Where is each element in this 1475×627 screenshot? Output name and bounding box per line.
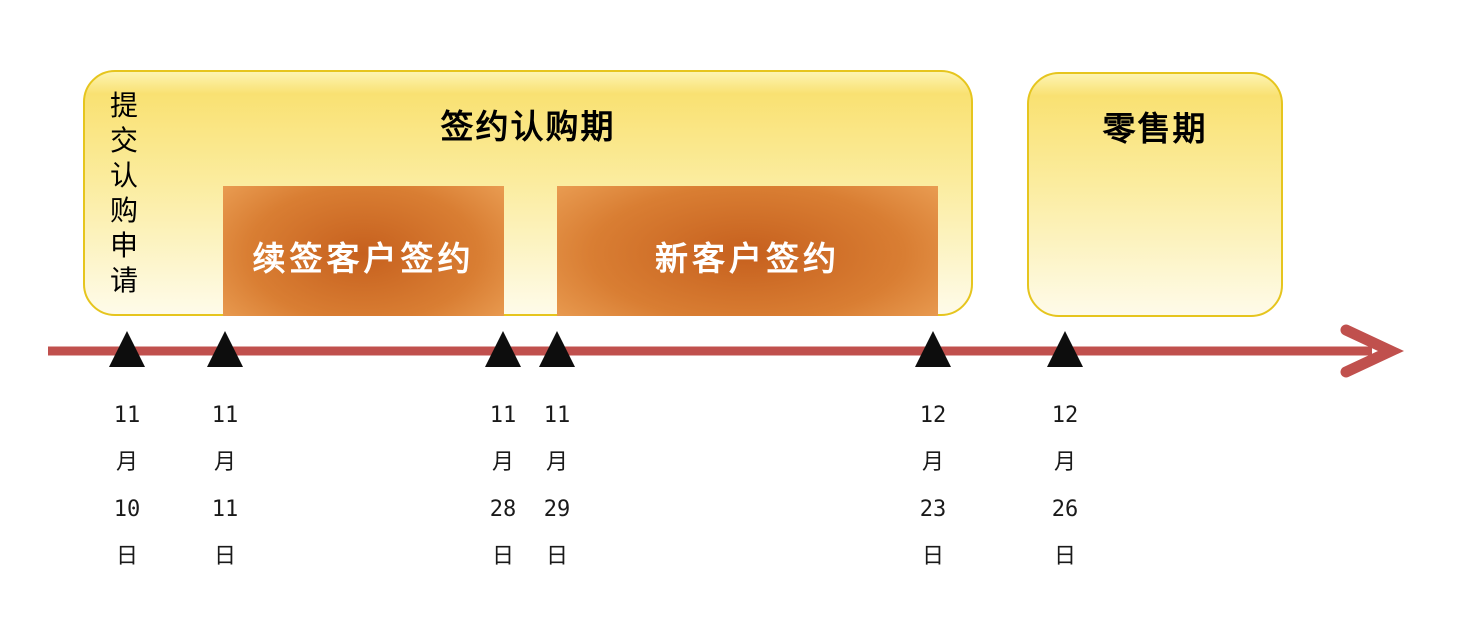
event-date-line: 11: [211, 497, 239, 522]
event-date-line: 月: [213, 450, 236, 475]
event-date-line: 11: [211, 403, 239, 428]
event-date-line: 日: [1053, 544, 1076, 569]
event-date-line: 日: [545, 544, 568, 569]
event-date-line: 日: [491, 544, 514, 569]
new-customer-signing-box: 新客户签约: [557, 186, 938, 316]
side-label-char: 交: [109, 125, 138, 156]
event-date-line: 月: [491, 450, 514, 475]
event-date-line: 28: [489, 497, 517, 522]
event-date-label: 11 月 10 日: [94, 392, 160, 580]
timeline-marker-triangle: [485, 331, 521, 367]
event-date-line: 日: [921, 544, 944, 569]
signing-period-title: 签约认购期: [440, 108, 616, 145]
side-label-char: 请: [109, 265, 138, 296]
side-label-char: 申: [109, 230, 138, 261]
event-date-line: 月: [545, 450, 568, 475]
event-date-line: 月: [1053, 450, 1076, 475]
event-date-line: 29: [543, 497, 571, 522]
event-date-line: 日: [213, 544, 236, 569]
timeline-marker-triangle: [915, 331, 951, 367]
event-date-label: 11 月 11 日: [192, 392, 258, 580]
event-date-line: 月: [921, 450, 944, 475]
timeline-arrowhead-icon: [1340, 324, 1405, 378]
event-date-line: 日: [115, 544, 138, 569]
event-date-line: 23: [919, 497, 947, 522]
renewal-customer-signing-label: 续签客户签约: [252, 240, 475, 277]
timeline-marker-triangle: [207, 331, 243, 367]
event-date-label: 11 月 28 日: [470, 392, 536, 580]
event-date-label: 11 月 29 日: [524, 392, 590, 580]
timeline-marker-triangle: [1047, 331, 1083, 367]
event-date-label: 12 月 26 日: [1032, 392, 1098, 580]
retail-period-box: 零售期: [1027, 72, 1283, 317]
event-date-line: 12: [1051, 403, 1079, 428]
event-date-label: 12 月 23 日: [900, 392, 966, 580]
event-date-line: 26: [1051, 497, 1079, 522]
side-label-char: 购: [109, 195, 138, 226]
side-label-char: 认: [109, 160, 138, 191]
event-date-line: 11: [489, 403, 517, 428]
event-date-line: 10: [113, 497, 141, 522]
event-date-line: 月: [115, 450, 138, 475]
renewal-customer-signing-box: 续签客户签约: [223, 186, 504, 316]
new-customer-signing-label: 新客户签约: [655, 240, 840, 277]
side-label-char: 提: [109, 90, 138, 121]
submit-application-label: 提交认购申请: [107, 88, 141, 298]
retail-period-title: 零售期: [1102, 110, 1208, 147]
event-date-line: 11: [543, 403, 571, 428]
timeline-marker-triangle: [109, 331, 145, 367]
timeline-marker-triangle: [539, 331, 575, 367]
timeline-axis-line: [48, 346, 1372, 356]
event-date-line: 12: [919, 403, 947, 428]
event-date-line: 11: [113, 403, 141, 428]
